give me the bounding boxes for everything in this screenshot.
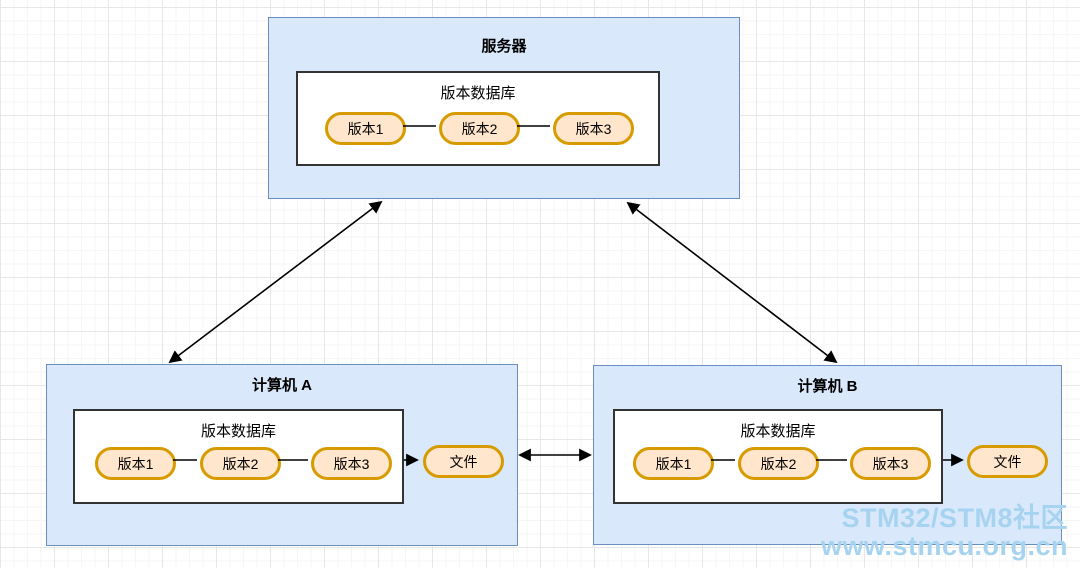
computer-b-title: 计算机 B bbox=[797, 378, 858, 395]
computer-b-node: 计算机 B 版本数据库 版本1 版本2 版本3 文件 bbox=[593, 365, 1062, 545]
computer-a-file-node: 文件 bbox=[423, 445, 504, 478]
server-version-database: 版本数据库 版本1 版本2 版本3 bbox=[296, 71, 660, 166]
computer-b-version-3-node: 版本3 bbox=[850, 447, 931, 480]
computer-a-version-2-node: 版本2 bbox=[200, 447, 281, 480]
server-database-title: 版本数据库 bbox=[440, 85, 516, 102]
server-version-2-node: 版本2 bbox=[439, 112, 520, 145]
computer-a-title: 计算机 A bbox=[251, 377, 312, 394]
watermark: STM32/STM8社区 www.stmcu.org.cn bbox=[821, 504, 1068, 560]
computer-a-database-title: 版本数据库 bbox=[200, 423, 276, 440]
computer-b-version-2-node: 版本2 bbox=[738, 447, 819, 480]
server-node: 服务器 版本数据库 版本1 版本2 版本3 bbox=[268, 17, 740, 199]
computer-b-version-1-node: 版本1 bbox=[633, 447, 714, 480]
computer-a-version-database: 版本数据库 版本1 版本2 版本3 bbox=[73, 409, 404, 504]
watermark-line1: STM32/STM8社区 bbox=[841, 503, 1068, 533]
computer-a-version-1-node: 版本1 bbox=[95, 447, 176, 480]
server-version-3-node: 版本3 bbox=[553, 112, 634, 145]
watermark-line2: www.stmcu.org.cn bbox=[820, 531, 1068, 561]
computer-b-database-title: 版本数据库 bbox=[740, 423, 816, 440]
computer-a-node: 计算机 A 版本数据库 版本1 版本2 版本3 文件 bbox=[46, 364, 518, 546]
server-version-1-node: 版本1 bbox=[325, 112, 406, 145]
computer-b-version-database: 版本数据库 版本1 版本2 版本3 bbox=[613, 409, 943, 504]
edge-computer-a-server bbox=[168, 200, 383, 364]
edge-computer-b-server bbox=[626, 201, 838, 364]
computer-a-version-3-node: 版本3 bbox=[311, 447, 392, 480]
server-title: 服务器 bbox=[481, 38, 527, 55]
computer-b-file-node: 文件 bbox=[967, 445, 1048, 478]
